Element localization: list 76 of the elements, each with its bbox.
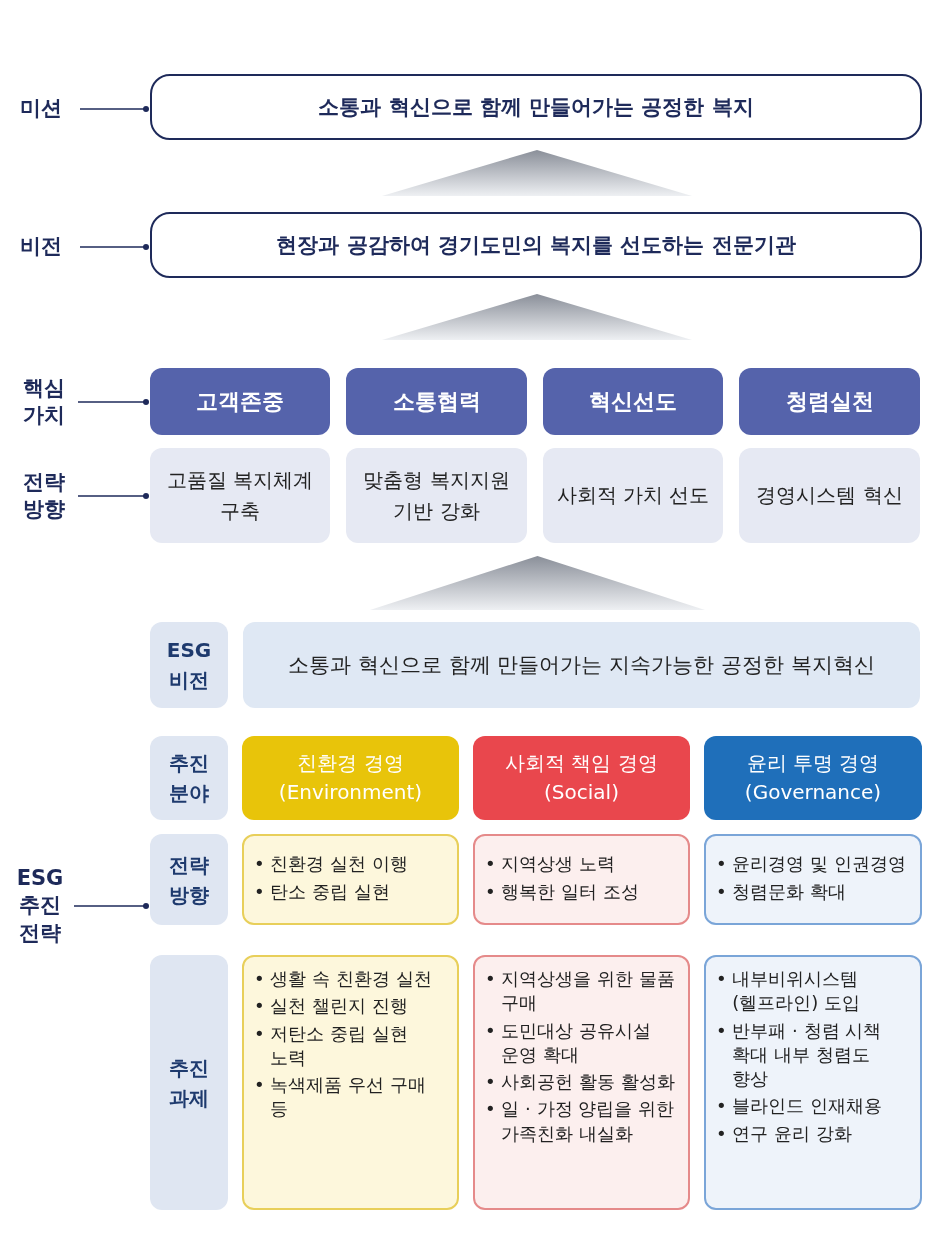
value-text: 청렴실천 xyxy=(785,387,874,416)
leader-line xyxy=(77,493,149,499)
row-header xyxy=(150,736,228,820)
task-box xyxy=(704,955,922,1210)
task-box xyxy=(242,955,459,1210)
list-item: • 행복한 일터 조성 xyxy=(485,879,640,904)
strategy-text: 고품질 복지체계 구축 xyxy=(165,466,315,525)
list-item: • 도민대상 공유시설 운영 확대 xyxy=(485,1018,653,1067)
side-label: ESG 추진 전략 xyxy=(14,858,66,954)
strategy-text: 경영시스템 혁신 xyxy=(756,482,903,509)
field-text: (Social) xyxy=(544,779,619,806)
vision-box xyxy=(243,622,920,708)
leader-line xyxy=(73,903,149,909)
task-box xyxy=(242,834,459,925)
value-box xyxy=(346,368,527,435)
list-item: • 지역상생을 위한 물품 구매 xyxy=(485,967,676,1016)
list-item: • 윤리경영 및 인권경영 xyxy=(716,852,907,877)
leader-line xyxy=(79,244,149,250)
value-box xyxy=(150,368,330,435)
list-item: • 사회공헌 활동 활성화 xyxy=(485,1070,676,1095)
side-label: 비전 xyxy=(20,232,72,262)
strategy-box xyxy=(543,448,723,543)
field-text: 친환경 경영 xyxy=(297,750,404,777)
strategy-box xyxy=(150,448,330,543)
header-text: 전략 방향 xyxy=(168,851,210,909)
leader-line xyxy=(79,106,149,112)
field-text: 윤리 투명 경영 xyxy=(746,750,880,777)
statement-text: 현장과 공감하여 경기도민의 복지를 선도하는 전문기관 xyxy=(276,232,796,259)
row-header xyxy=(150,834,228,925)
field-box xyxy=(473,736,690,820)
value-box xyxy=(739,368,920,435)
wedge-shape xyxy=(382,150,692,196)
list-item: • 일 · 가정 양립을 위한 가족친화 내실화 xyxy=(485,1097,675,1146)
row-header xyxy=(150,955,228,1210)
field-box xyxy=(242,736,459,820)
list-item: • 생활 속 친환경 실천 xyxy=(254,967,433,991)
value-text: 고객존중 xyxy=(196,387,284,416)
header-text: ESG 비전 xyxy=(165,637,213,694)
statement-box xyxy=(150,74,922,140)
list-item: • 지역상생 노력 xyxy=(485,852,617,877)
task-box xyxy=(473,955,690,1210)
side-label: 미션 xyxy=(20,94,72,124)
task-box xyxy=(473,834,690,925)
list-item: • 연구 윤리 강화 xyxy=(716,1121,853,1146)
field-text: 사회적 책임 경영 xyxy=(505,750,658,777)
list-item: • 친환경 실천 이행 xyxy=(254,852,409,877)
list-item: • 내부비위시스템 (헬프라인) 도입 xyxy=(716,967,861,1016)
statement-box xyxy=(150,212,922,278)
value-box xyxy=(543,368,723,435)
list-item: • 반부패 · 청렴 시책 확대 내부 청렴도 향상 xyxy=(716,1018,883,1092)
list-item: • 실천 챌린지 진행 xyxy=(254,994,409,1019)
strategy-text: 맞춤형 복지지원 기반 강화 xyxy=(362,466,511,525)
header-text: 추진 과제 xyxy=(168,1054,210,1112)
strategy-box xyxy=(739,448,920,543)
statement-text: 소통과 혁신으로 함께 만들어가는 공정한 복지 xyxy=(318,94,754,121)
task-box xyxy=(704,834,922,925)
row-header xyxy=(150,622,228,708)
strategy-box xyxy=(346,448,527,543)
side-label: 전략 방향 xyxy=(18,460,70,532)
field-text: (Governance) xyxy=(744,779,882,806)
side-label: 핵심 가치 xyxy=(18,366,70,438)
list-item: • 탄소 중립 실현 xyxy=(254,879,391,904)
strategy-text: 사회적 가치 선도 xyxy=(556,482,710,509)
vision-text: 소통과 혁신으로 함께 만들어가는 지속가능한 공정한 복지혁신 xyxy=(288,652,875,679)
list-item: • 녹색제품 우선 구매 등 xyxy=(254,1073,427,1122)
list-item: • 블라인드 인재채용 xyxy=(716,1094,884,1119)
list-item: • 청렴문화 확대 xyxy=(716,879,848,904)
leader-line xyxy=(77,399,149,405)
wedge-shape xyxy=(370,556,705,610)
header-text: 추진 분야 xyxy=(168,750,210,807)
value-text: 혁신선도 xyxy=(589,387,677,416)
list-item: • 저탄소 중립 실현 노력 xyxy=(254,1021,409,1070)
value-text: 소통협력 xyxy=(392,387,481,416)
wedge-shape xyxy=(382,294,692,340)
field-text: (Environment) xyxy=(278,779,423,806)
field-box xyxy=(704,736,922,820)
